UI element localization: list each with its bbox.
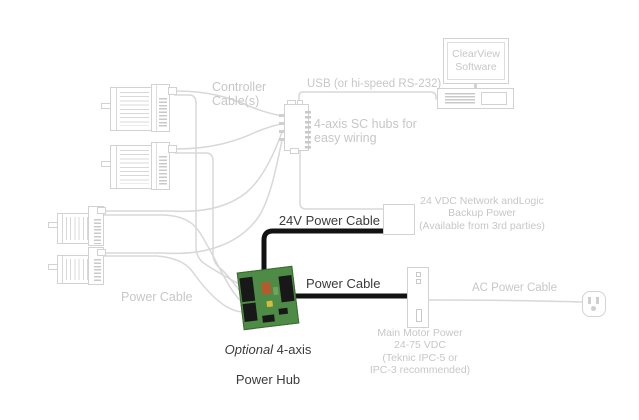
connector-flange — [156, 143, 157, 189]
hub-bottom-connector — [290, 148, 299, 154]
outlet-icon — [582, 291, 606, 317]
usb-cable — [298, 91, 437, 104]
motor-end-cap — [116, 88, 117, 130]
motor-body — [57, 213, 92, 244]
hub-to-backup-cable — [299, 150, 385, 210]
hub-left-pin — [279, 138, 285, 141]
pcb-component — [261, 281, 272, 295]
motor-connector — [88, 247, 104, 285]
pcb-component — [272, 286, 279, 296]
motor-fins — [120, 92, 149, 126]
usb-label: USB (or hi-speed RS-232) — [307, 78, 442, 90]
hub-left-pin — [279, 130, 285, 133]
motor-end-cap — [116, 146, 117, 188]
pcb-chip — [262, 314, 275, 323]
controller-cable-4 — [103, 139, 283, 255]
connector-pins — [159, 98, 167, 128]
main-motor-power-supply-icon — [407, 267, 429, 328]
motor-connector — [151, 84, 170, 132]
power-hub-pcb-icon — [236, 265, 300, 331]
pcb-chip — [278, 307, 289, 315]
cable-nub — [168, 145, 177, 153]
motor-fins — [66, 259, 88, 280]
outlet-slot — [596, 297, 599, 304]
hub-left-pin — [279, 122, 285, 125]
cable-nub — [97, 207, 106, 214]
connector-flange — [156, 85, 157, 131]
controller-cable-2 — [174, 123, 283, 150]
controller-cable-1 — [174, 90, 283, 117]
outlet-slot — [588, 297, 591, 304]
monitor-stand — [474, 84, 477, 88]
main-motor-power-label: Main Motor Power 24-75 VDC (Teknic IPC-5… — [369, 327, 471, 377]
motor-body — [110, 87, 153, 131]
motor-power-cable-2 — [174, 152, 245, 297]
clearview-software-label: ClearView Software — [452, 48, 500, 74]
desktop-vents — [445, 93, 475, 105]
psu-indicator — [416, 272, 421, 277]
connector-pins — [94, 259, 101, 283]
pcb-component — [266, 300, 274, 308]
connector-pins — [159, 156, 167, 186]
power-hub-label-line2: Power Hub — [235, 371, 301, 387]
power-hub-label-line1: Optional 4-axis — [224, 341, 312, 357]
motor-body — [110, 145, 153, 189]
motor-end-cap — [62, 256, 63, 283]
outlet-ground-hole — [591, 306, 596, 311]
cable-nub — [168, 87, 177, 95]
desktop-drive-bay — [481, 92, 507, 105]
24v-power-cable-label: 24V Power Cable — [278, 213, 380, 228]
24v-power-cable — [261, 228, 384, 277]
motor-power-cable-label: Power Cable — [121, 290, 193, 304]
motor-body — [57, 255, 92, 284]
pcb-connector — [278, 274, 295, 303]
optional-word: Optional — [224, 341, 274, 357]
monitor-screen: ClearView Software — [447, 42, 505, 80]
power-hub-label: Optional 4-axis Power Hub — [212, 328, 324, 403]
sc-hub-label: 4-axis SC hubs for easy wiring — [314, 117, 417, 146]
motor-connector — [151, 142, 170, 190]
desktop-unit-icon — [437, 88, 514, 109]
motor-fins — [120, 150, 149, 184]
vdc-backup-label: 24 VDC Network andLogic Backup Power (Av… — [419, 195, 545, 232]
power-cable-label: Power Cable — [306, 276, 381, 291]
motor-fins — [66, 217, 88, 240]
motor-connector — [88, 206, 104, 246]
motor-power-cable-1 — [174, 94, 245, 288]
hub-right-pins — [305, 111, 311, 149]
cable-nub — [97, 249, 106, 256]
controller-cables-label: Controller Cable(s) — [212, 80, 267, 108]
motor-end-cap — [62, 214, 63, 243]
vdc-backup-supply-icon — [383, 204, 415, 235]
ac-cable — [427, 299, 583, 303]
hub-left-pin — [279, 114, 285, 117]
monitor-icon: ClearView Software — [443, 38, 509, 84]
hub-body — [284, 104, 311, 151]
motor-power-cable-4 — [103, 255, 245, 313]
pcb-connector — [242, 302, 258, 323]
pcb-connector — [239, 276, 256, 303]
connector-pins — [94, 219, 101, 244]
controller-cable-3 — [103, 131, 283, 213]
psu-slot — [416, 309, 422, 322]
psu-indicator — [416, 279, 421, 284]
ac-power-cable-label: AC Power Cable — [472, 282, 558, 294]
